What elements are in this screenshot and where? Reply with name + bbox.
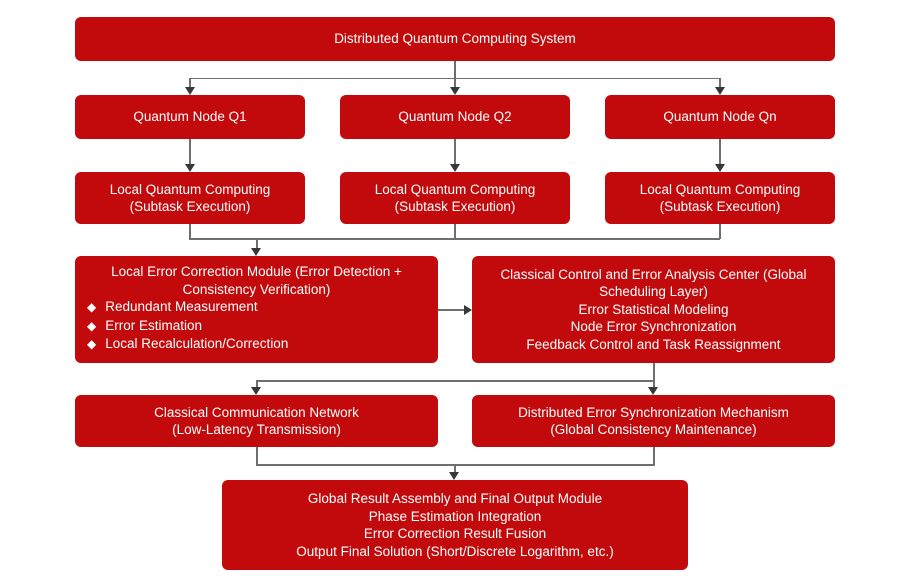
node-qn-box: Quantum Node Qn xyxy=(605,95,835,139)
connector-control-branch xyxy=(256,380,655,382)
connector-comm-down xyxy=(256,447,258,465)
comm-network-line2: (Low-Latency Transmission) xyxy=(172,422,341,437)
final-output-line-1: Global Result Assembly and Final Output … xyxy=(307,491,603,506)
error-correction-box: Local Error Correction Module (Error Det… xyxy=(75,256,438,363)
final-output-line-4: Output Final Solution (Short/Discrete Lo… xyxy=(296,543,614,559)
connector-q2-to-lqc2 xyxy=(454,139,456,165)
connector-sync-down xyxy=(653,447,655,465)
arrow-into-error-correction-icon xyxy=(251,248,261,256)
node-q2-box: Quantum Node Q2 xyxy=(340,95,570,139)
node-q2-label: Quantum Node Q2 xyxy=(398,109,512,125)
control-center-line-3: Node Error Synchronization xyxy=(570,319,737,335)
node-qn-label: Quantum Node Qn xyxy=(663,109,777,125)
sync-mechanism-box: Distributed Error Synchronization Mechan… xyxy=(472,395,835,447)
local-qc-2-line2: (Subtask Execution) xyxy=(394,199,516,214)
system-title-box: Distributed Quantum Computing System xyxy=(75,17,835,61)
local-qc-2-line1: Local Quantum Computing xyxy=(374,181,536,197)
comm-network-line1: Classical Communication Network xyxy=(154,404,359,420)
sync-mechanism-line2: (Global Consistency Maintenance) xyxy=(550,422,757,437)
local-qc-3-line1: Local Quantum Computing xyxy=(639,181,801,197)
node-q1-label: Quantum Node Q1 xyxy=(133,109,247,125)
final-output-box: Global Result Assembly and Final Output … xyxy=(222,480,688,570)
error-correction-bullet-3: ◆ Local Recalculation/Correction xyxy=(85,335,428,354)
error-correction-bullet-2: ◆ Error Estimation xyxy=(85,317,428,336)
connector-lqc1-down xyxy=(189,224,191,239)
error-correction-bullet-3-label: Local Recalculation/Correction xyxy=(105,336,289,351)
connector-qn-to-lqc3 xyxy=(719,139,721,165)
arrow-into-lqc1-icon xyxy=(185,164,195,172)
local-qc-1-box: Local Quantum Computing (Subtask Executi… xyxy=(75,172,305,224)
connector-lqc-merge-bar xyxy=(189,238,720,240)
arrow-into-comm-network-icon xyxy=(251,387,261,395)
connector-err-to-control xyxy=(438,309,464,311)
error-correction-title: Local Error Correction Module (Error Det… xyxy=(111,264,402,297)
arrow-into-lqc3-icon xyxy=(715,164,725,172)
arrow-into-q1-icon xyxy=(185,87,195,95)
arrow-into-qn-icon xyxy=(715,87,725,95)
final-output-line-2: Phase Estimation Integration xyxy=(368,508,542,524)
arrow-into-sync-mechanism-icon xyxy=(648,387,658,395)
connector-final-merge-bar xyxy=(256,464,655,466)
local-qc-2-box: Local Quantum Computing (Subtask Executi… xyxy=(340,172,570,224)
arrow-into-final-output-icon xyxy=(449,472,459,480)
error-correction-bullet-1: ◆ Redundant Measurement xyxy=(85,298,428,317)
connector-stub-comm-network xyxy=(256,380,258,388)
control-center-box: Classical Control and Error Analysis Cen… xyxy=(472,256,835,363)
local-qc-1-line2: (Subtask Execution) xyxy=(129,199,251,214)
connector-title-stem xyxy=(454,61,456,78)
diamond-bullet-icon: ◆ xyxy=(87,300,97,314)
connector-stub-q1 xyxy=(189,78,191,88)
connector-lqc3-down xyxy=(719,224,721,239)
local-qc-1-line1: Local Quantum Computing xyxy=(109,181,271,197)
arrow-into-q2-icon xyxy=(450,87,460,95)
connector-q1-to-lqc1 xyxy=(189,139,191,165)
arrow-into-control-center-icon xyxy=(464,304,472,315)
local-qc-3-line2: (Subtask Execution) xyxy=(659,199,781,214)
comm-network-box: Classical Communication Network (Low-Lat… xyxy=(75,395,438,447)
error-correction-bullet-1-label: Redundant Measurement xyxy=(105,299,258,314)
system-title-label: Distributed Quantum Computing System xyxy=(334,31,576,47)
connector-stub-sync-mechanism xyxy=(653,380,655,388)
final-output-line-3: Error Correction Result Fusion xyxy=(363,526,547,541)
diamond-bullet-icon: ◆ xyxy=(87,337,97,351)
connector-merge-to-final xyxy=(454,464,456,473)
connector-stub-qn xyxy=(719,78,721,88)
error-correction-bullet-2-label: Error Estimation xyxy=(105,317,203,333)
sync-mechanism-line1: Distributed Error Synchronization Mechan… xyxy=(518,404,789,420)
control-center-line-4: Feedback Control and Task Reassignment xyxy=(526,336,781,352)
control-center-line-2: Error Statistical Modeling xyxy=(578,301,729,317)
arrow-into-lqc2-icon xyxy=(450,164,460,172)
control-center-line-1: Classical Control and Error Analysis Cen… xyxy=(500,266,807,300)
connector-merge-to-errbox xyxy=(256,238,258,249)
connector-stub-q2 xyxy=(454,78,456,88)
connector-lqc2-down xyxy=(454,224,456,239)
diamond-bullet-icon: ◆ xyxy=(87,318,97,333)
connector-control-down xyxy=(653,363,655,381)
local-qc-3-box: Local Quantum Computing (Subtask Executi… xyxy=(605,172,835,224)
node-q1-box: Quantum Node Q1 xyxy=(75,95,305,139)
